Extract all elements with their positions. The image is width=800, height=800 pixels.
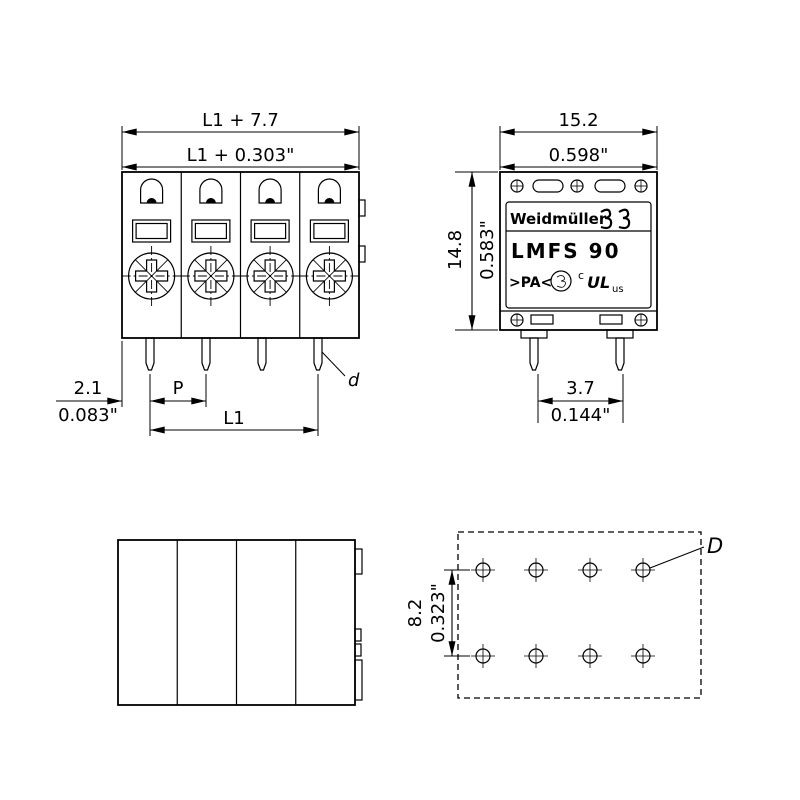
mounting-foot — [520, 329, 548, 339]
footprint-outline — [457, 531, 702, 699]
leader-line — [321, 351, 346, 377]
clamp-slot — [594, 179, 626, 193]
ul-suffix: us — [612, 284, 624, 295]
screw-head — [510, 179, 524, 193]
screw-head — [510, 313, 524, 327]
screw-head — [634, 179, 648, 193]
drill-hole — [523, 643, 549, 669]
side-tab — [354, 659, 363, 701]
drill-hole — [630, 643, 656, 669]
side-tab — [358, 245, 366, 263]
dim-pin-mm: 3.7 — [566, 378, 595, 399]
screw-head — [634, 313, 648, 327]
side-body — [499, 171, 658, 331]
drill-hole — [577, 557, 603, 583]
dim-row-spacing-mm: 8.2 — [405, 599, 426, 628]
drill-hole — [470, 557, 496, 583]
clamp-slot — [532, 179, 564, 193]
terminal-pole — [180, 178, 242, 307]
solder-pin — [529, 337, 539, 371]
side-tab — [354, 643, 362, 657]
screw-head — [570, 179, 584, 193]
dim-edge-mm: 2.1 — [74, 378, 103, 399]
solder-pin — [257, 337, 267, 371]
leader-line — [649, 546, 705, 569]
hole-diameter-label: D — [707, 534, 723, 558]
brand-logo-icon — [600, 208, 631, 230]
side-tab — [354, 628, 362, 642]
drill-hole — [630, 557, 656, 583]
dim-side-width-in: 0.598" — [549, 145, 609, 166]
base-slot — [599, 314, 623, 325]
ul-letters: UL — [587, 273, 610, 292]
drill-hole — [577, 643, 603, 669]
dim-row-spacing-in: 0.323" — [428, 583, 449, 643]
bottom-view — [117, 539, 363, 706]
drill-hole — [523, 557, 549, 583]
brand-label: Weidmüller — [510, 210, 607, 228]
solder-pin — [615, 337, 625, 371]
solder-pin — [313, 337, 323, 371]
side-tab — [354, 548, 363, 575]
side-view: Weidmüller LMFS 90 >PA< c UL us 15.2 — [445, 110, 658, 426]
material-marking: >PA< — [509, 275, 552, 291]
base-slot — [530, 314, 554, 325]
front-view: L1 + 7.7 L1 + 0.303" 2.1 0.083" P L1 d — [56, 110, 366, 436]
side-tab — [358, 199, 366, 217]
label-plate — [505, 201, 652, 309]
dim-length: L1 — [223, 408, 244, 429]
ul-prefix: c — [578, 269, 584, 282]
pin-diameter-label: d — [348, 370, 360, 391]
dim-front-width-in: L1 + 0.303" — [187, 145, 295, 166]
dim-side-width-mm: 15.2 — [558, 110, 598, 131]
solder-pin — [145, 337, 155, 371]
terminal-pole — [298, 178, 360, 307]
mounting-foot — [606, 329, 634, 339]
csa-mark-icon — [550, 270, 572, 292]
solder-pin — [201, 337, 211, 371]
ul-mark: c UL us — [578, 269, 624, 295]
dim-pitch: P — [173, 378, 184, 399]
drill-hole — [470, 643, 496, 669]
dim-edge-in: 0.083" — [58, 405, 118, 426]
model-label: LMFS 90 — [511, 239, 621, 263]
dim-height-in: 0.583" — [477, 220, 498, 280]
footprint-view: D 8.2 0.323" — [405, 531, 723, 699]
dim-height-mm: 14.8 — [445, 230, 466, 270]
dim-front-width-mm: L1 + 7.7 — [202, 110, 279, 131]
terminal-pole — [239, 178, 301, 307]
dim-pin-in: 0.144" — [551, 405, 611, 426]
terminal-pole — [121, 178, 183, 307]
